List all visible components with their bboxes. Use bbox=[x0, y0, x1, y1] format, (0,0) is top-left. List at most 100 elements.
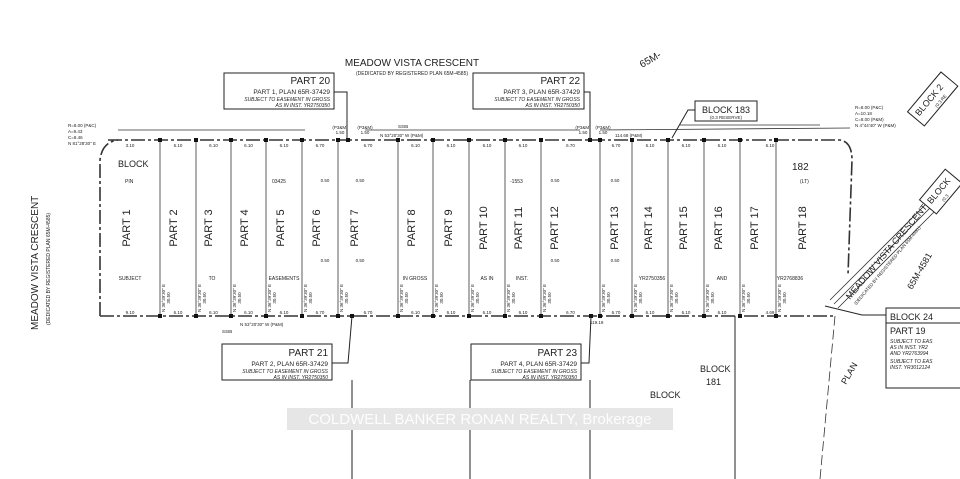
easement-word: TO bbox=[209, 276, 216, 282]
lot-182: 182 bbox=[792, 162, 809, 173]
lot-depth: 30.50 bbox=[638, 292, 643, 304]
survey-monument bbox=[702, 138, 706, 142]
svg-text:A=10.18: A=10.18 bbox=[855, 111, 872, 116]
frontage-top: 6.10 bbox=[718, 143, 727, 148]
frontage-top: 6.10 bbox=[519, 143, 528, 148]
offset-note: (P3&M) bbox=[332, 125, 348, 130]
svg-text:BLOCK 183: BLOCK 183 bbox=[702, 105, 750, 115]
svg-text:AND YR2763994: AND YR2763994 bbox=[889, 351, 928, 357]
survey-monument bbox=[774, 138, 778, 142]
callout-part-22: PART 22 PART 3, PLAN 65R-37429 SUBJECT T… bbox=[472, 72, 591, 140]
lot-depth: 30.50 bbox=[439, 292, 444, 304]
frontage-bottom: 6.70 bbox=[612, 310, 621, 315]
survey-monument bbox=[738, 314, 742, 318]
callout-part-20: PART 20 PART 1, PLAN 65R-37429 SUBJECT T… bbox=[223, 72, 348, 140]
lot-bearing: N 36°39'30" E bbox=[542, 284, 547, 312]
dim-top-right: 114.68 (P&M) bbox=[615, 133, 643, 138]
lot-bearing: N 36°39'30" E bbox=[470, 284, 475, 312]
frontage-top: 6.10 bbox=[411, 143, 420, 148]
survey-monument bbox=[300, 138, 304, 142]
boundary-top bbox=[108, 139, 853, 276]
svg-text:A=9.43: A=9.43 bbox=[68, 129, 83, 134]
part-label: PART 13 bbox=[609, 206, 621, 249]
survey-monument bbox=[396, 314, 400, 318]
frontage-top: 6.10 bbox=[447, 143, 456, 148]
part-label: PART 10 bbox=[478, 206, 490, 249]
offset-mid: 0.50 bbox=[356, 258, 365, 263]
svg-text:(0.3: (0.3 bbox=[941, 193, 950, 203]
lot-depth: 30.50 bbox=[308, 292, 313, 304]
lot-depth: 30.50 bbox=[710, 292, 715, 304]
frontage-top: 6.70 bbox=[566, 143, 575, 148]
survey-monument bbox=[630, 314, 634, 318]
part-label: PART 15 bbox=[678, 206, 690, 249]
survey-monument bbox=[774, 314, 778, 318]
survey-monument bbox=[539, 138, 543, 142]
frontage-top: 6.70 bbox=[364, 143, 373, 148]
frontage-bottom: 6.10 bbox=[519, 310, 528, 315]
offset-value: 1.50 bbox=[579, 130, 588, 135]
part-label: PART 9 bbox=[443, 209, 455, 246]
offset-mid: 0.50 bbox=[611, 178, 620, 183]
frontage-top: 6.10 bbox=[174, 143, 183, 148]
pin-number-2: -1553 bbox=[510, 179, 523, 185]
svg-text:PART 20: PART 20 bbox=[291, 76, 331, 87]
frontage-top: 6.10 bbox=[766, 143, 775, 148]
lot-depth: 30.50 bbox=[237, 292, 242, 304]
frontage-bottom: 6.10 bbox=[682, 310, 691, 315]
svg-text:N 4°44'40" W (P&M): N 4°44'40" W (P&M) bbox=[855, 123, 896, 128]
part-label: PART 4 bbox=[239, 209, 251, 246]
part-label: PART 18 bbox=[797, 206, 809, 249]
svg-text:SUBJECT TO EAS: SUBJECT TO EAS bbox=[890, 339, 933, 345]
survey-monument bbox=[431, 314, 435, 318]
survey-monument bbox=[503, 138, 507, 142]
easement-word: YR2768836 bbox=[777, 276, 804, 282]
frontage-bottom: 6.10 bbox=[174, 310, 183, 315]
svg-text:AS IN INST. YR2750350: AS IN INST. YR2750350 bbox=[522, 375, 578, 381]
lot-depth: 30.50 bbox=[746, 292, 751, 304]
block-181-label: BLOCK bbox=[700, 364, 731, 374]
easement-word: YR2750356 bbox=[639, 276, 666, 282]
offset-mid: 0.50 bbox=[611, 258, 620, 263]
callout-part-23: PART 23 PART 4, PLAN 65R-37429 SUBJECT T… bbox=[470, 315, 592, 381]
frontage-bottom: 6.10 bbox=[280, 310, 289, 315]
svg-text:INST. YR3012124: INST. YR3012124 bbox=[890, 365, 930, 371]
svg-text:PART 21: PART 21 bbox=[289, 348, 329, 359]
lot-bearing: N 36°39'30" E bbox=[633, 284, 638, 312]
lt-label: (LT) bbox=[800, 179, 809, 185]
pin-label: PIN bbox=[125, 179, 134, 185]
ssib-bottom: SSIB bbox=[222, 329, 232, 334]
block-180-label: BLOCK bbox=[650, 390, 681, 400]
survey-monument bbox=[467, 138, 471, 142]
street-right-note: (DEDICATED BY REGISTERED PLAN 65M-4581) bbox=[853, 225, 922, 306]
lot-bearing: N 36°39'30" E bbox=[777, 284, 782, 312]
lot-depth: 30.50 bbox=[166, 292, 171, 304]
part-label: PART 17 bbox=[749, 206, 761, 249]
easement-word: SUBJECT bbox=[119, 276, 142, 282]
frontage-bottom: 4.69 bbox=[766, 310, 775, 315]
survey-monument bbox=[346, 138, 350, 142]
survey-monument bbox=[194, 314, 198, 318]
frontage-bottom: 9.10 bbox=[126, 310, 135, 315]
street-right-plan: 65M-4581 bbox=[905, 251, 934, 291]
svg-text:PART 22: PART 22 bbox=[541, 76, 581, 87]
frontage-top: 6.10 bbox=[280, 143, 289, 148]
watermark: COLDWELL BANKER RONAN REALTY, Brokerage bbox=[308, 411, 651, 428]
svg-text:(0.3 RESERVE): (0.3 RESERVE) bbox=[710, 115, 742, 120]
frontage-bottom: 6.10 bbox=[718, 310, 727, 315]
svg-text:SUBJECT TO EASEMENT IN GROSS: SUBJECT TO EASEMENT IN GROSS bbox=[494, 97, 580, 103]
lot-bearing: N 36°39'30" E bbox=[339, 284, 344, 312]
survey-monument bbox=[503, 314, 507, 318]
bearing-bottom: N 53°20'30" W (P&M) bbox=[240, 322, 284, 327]
frontage-top: 6.10 bbox=[244, 143, 253, 148]
pin-number-1: 03425 bbox=[272, 179, 286, 185]
frontage-top: 6.10 bbox=[483, 143, 492, 148]
survey-monument bbox=[396, 138, 400, 142]
easement-word: AS IN bbox=[480, 276, 493, 282]
street-right-name: MEADOW VISTA CRESCENT bbox=[844, 202, 930, 301]
survey-monument bbox=[738, 138, 742, 142]
curve-note-left: R=8.00 (P&C) A=9.43 C=8.46 N 81°28'30" E bbox=[68, 123, 97, 146]
frontage-top: 6.10 bbox=[646, 143, 655, 148]
offset-mid: 0.50 bbox=[551, 258, 560, 263]
